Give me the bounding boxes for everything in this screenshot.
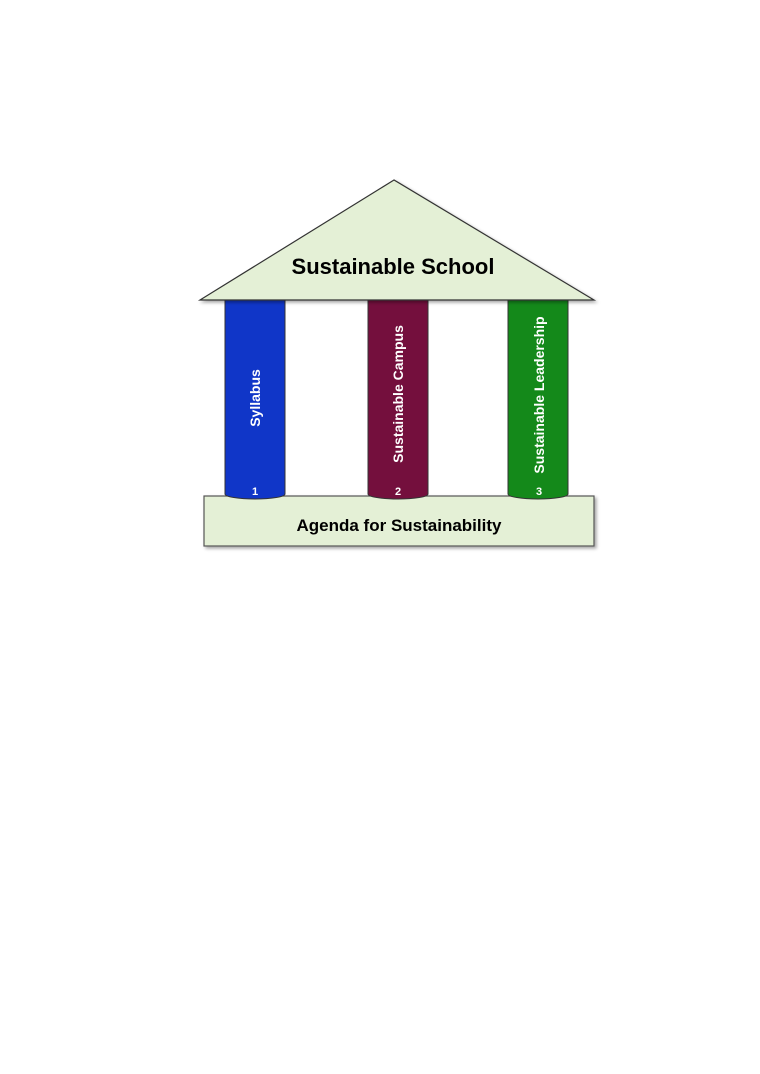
roof-label: Sustainable School bbox=[292, 254, 495, 279]
pillar-1-number: 1 bbox=[252, 486, 258, 498]
pillar-2-body bbox=[367, 299, 429, 500]
roof-triangle bbox=[197, 179, 597, 301]
roof-pediment: Sustainable School bbox=[197, 179, 597, 301]
pillar-2-number: 2 bbox=[395, 486, 401, 498]
foundation-block: Agenda for Sustainability bbox=[203, 495, 595, 547]
foundation-rect bbox=[203, 495, 595, 547]
pillar-3-body bbox=[507, 299, 569, 500]
pillar-3-number: 3 bbox=[536, 486, 542, 498]
pillar-3-label: Sustainable Leadership bbox=[531, 316, 547, 473]
pillar-2: Sustainable Campus 2 bbox=[367, 299, 429, 500]
pillar-1-body bbox=[224, 299, 286, 500]
pillar-2-label: Sustainable Campus bbox=[390, 325, 406, 463]
pillar-1: Syllabus 1 bbox=[224, 299, 286, 500]
pillar-3: Sustainable Leadership 3 bbox=[507, 299, 569, 500]
foundation-label: Agenda for Sustainability bbox=[297, 516, 503, 535]
pillar-1-label: Syllabus bbox=[247, 369, 263, 427]
